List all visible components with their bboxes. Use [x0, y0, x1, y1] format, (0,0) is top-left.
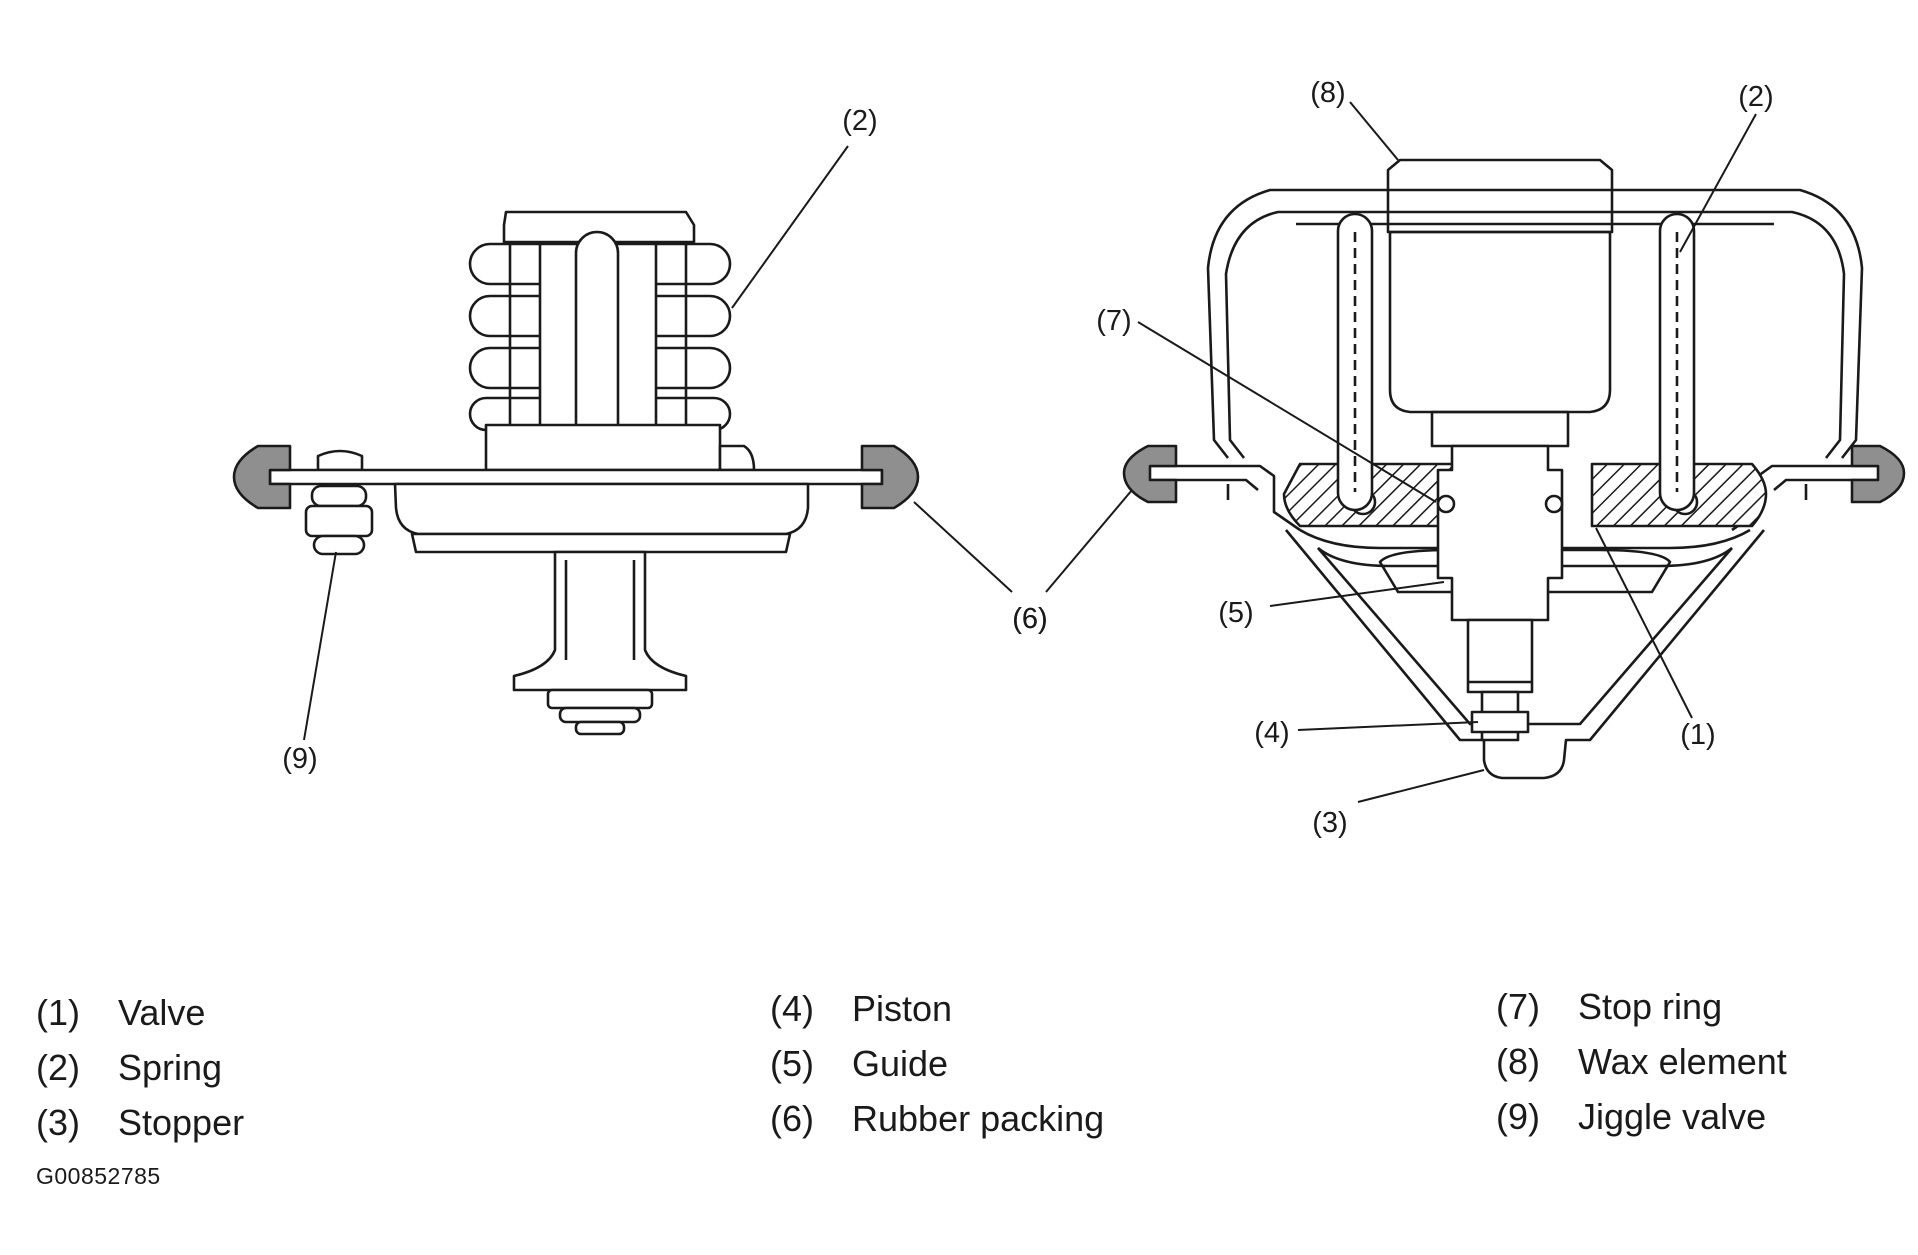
legend-column-3: (7) Stop ring (8) Wax element (9) Jiggle va…: [1496, 979, 1787, 1144]
legend-item-label: Stop ring: [1578, 986, 1723, 1027]
section-piston: [1466, 618, 1534, 694]
legend-item-label: Jiggle valve: [1578, 1096, 1767, 1137]
legend-item-number: (3): [36, 1102, 80, 1143]
exterior-stem: [512, 550, 688, 692]
callout-right-7: (7): [1096, 305, 1131, 337]
legend-item-number: (8): [1496, 1041, 1540, 1082]
callout-right-3: (3): [1312, 807, 1347, 839]
legend-item-number: (9): [1496, 1096, 1540, 1137]
legend-item-number: (4): [770, 988, 814, 1029]
section-wax-element: [1386, 158, 1614, 234]
exterior-frame-base: [484, 423, 722, 472]
callout-right-2: (2): [1738, 81, 1773, 113]
legend-item-4: (4) Piston: [770, 981, 1104, 1036]
figure-id: G00852785: [36, 1163, 161, 1189]
jiggle-valve: [304, 484, 374, 556]
exterior-valve-cup: [393, 482, 810, 536]
section-guide: [1436, 444, 1564, 622]
callout-left-6: (6): [1012, 603, 1047, 635]
legend-item-label: Stopper: [118, 1102, 245, 1143]
legend-item-number: (7): [1496, 986, 1540, 1027]
section-rubber-packing-right: [1850, 444, 1906, 504]
legend-item-label: Valve: [118, 992, 206, 1033]
exterior-flange: [268, 468, 884, 486]
section-stop-ring-right: [1544, 494, 1564, 514]
section-leader-lines: [1045, 101, 1757, 803]
legend-item-8: (8) Wax element: [1496, 1034, 1787, 1089]
exterior-rubber-packing-right: [860, 444, 920, 510]
legend-item-number: (6): [770, 1098, 814, 1139]
legend-item-3: (3) Stopper: [36, 1095, 244, 1150]
callout-right-6: (6): [1012, 603, 1047, 635]
legend-item-7: (7) Stop ring: [1496, 979, 1787, 1034]
legend-item-6: (6) Rubber packing: [770, 1091, 1104, 1146]
legend-column-2: (4) Piston (5) Guide (6) Rubber packing: [770, 981, 1104, 1146]
callout-right-8: (8): [1310, 77, 1345, 109]
legend-item-label: Guide: [852, 1043, 949, 1084]
legend-item-1: (1) Valve: [36, 985, 244, 1040]
exterior-rubber-packing-left: [232, 444, 292, 510]
legend-column-1: (1) Valve (2) Spring (3) Stopper: [36, 985, 244, 1150]
legend-item-2: (2) Spring: [36, 1040, 244, 1095]
callout-right-1: (1): [1680, 719, 1715, 751]
thermostat-diagram: (2) (6) (9): [232, 77, 1906, 839]
section-frame-inner: [1224, 210, 1846, 459]
legend-item-label: Wax element: [1578, 1041, 1787, 1082]
legend-item-9: (9) Jiggle valve: [1496, 1089, 1787, 1144]
legend-item-5: (5) Guide: [770, 1036, 1104, 1091]
thermostat-exterior-view: [232, 210, 920, 736]
section-rubber-packing-left: [1122, 444, 1178, 504]
legend-item-label: Piston: [852, 988, 953, 1029]
section-frame-outer: [1206, 188, 1864, 459]
section-lower-bridge-outer: [1284, 529, 1766, 780]
parts-legend: (1)Valve (2)Spring (3)Stopper (4)Piston …: [0, 985, 1918, 1165]
callout-left-2: (2): [842, 105, 877, 137]
legend-item-label: Rubber packing: [852, 1098, 1105, 1139]
legend-item-number: (2): [36, 1047, 80, 1088]
exterior-leader-lines: [303, 145, 1013, 741]
legend-item-label: Spring: [118, 1047, 223, 1088]
legend-item-number: (1): [36, 992, 80, 1033]
exterior-frame-slot: [574, 230, 620, 449]
callout-right-5: (5): [1218, 597, 1253, 629]
callout-left-9: (9): [282, 743, 317, 775]
exterior-top-cap: [502, 210, 696, 244]
thermostat-cross-section-view: [1122, 158, 1906, 780]
section-stop-ring-left: [1436, 494, 1456, 514]
callout-right-4: (4): [1254, 717, 1289, 749]
legend-item-number: (5): [770, 1043, 814, 1084]
